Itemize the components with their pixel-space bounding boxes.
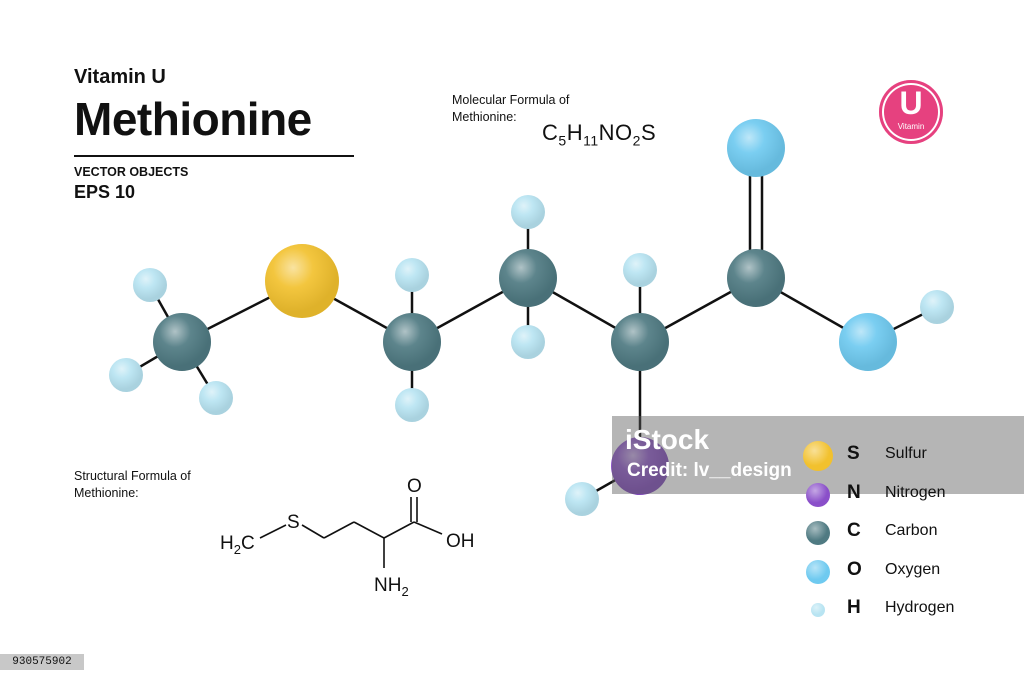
atom-hydrogen [511,325,545,359]
badge-letter: U [899,85,923,121]
legend-name: Sulfur [885,445,927,462]
atom-nitrogen [611,437,669,495]
skeletal-bond [301,524,325,539]
legend-item-carbon: C Carbon [800,517,1000,547]
skeletal-bond [323,521,355,539]
structural-formula-caption: Structural Formula of Methionine: [74,468,191,502]
formula-element: N [598,120,616,145]
skeletal-bond [383,521,415,539]
skeletal-label-nh2: NH2 [374,575,409,599]
legend-dot-nitrogen [806,483,830,507]
legend-name: Hydrogen [885,599,955,616]
legend-name: Oxygen [885,561,941,578]
atom-carbon [383,313,441,371]
legend-symbol: C [847,520,861,541]
molecular-formula-caption: Molecular Formula of Methionine: [452,92,569,126]
atom-carbon [499,249,557,307]
skeletal-bond [413,521,443,535]
atom-carbon [727,249,785,307]
formula-element: S [640,120,657,145]
skeletal-formula: H2C S O OH NH2 [220,476,475,599]
vector-objects-label: VECTOR OBJECTS [74,165,189,179]
watermark-brand: iStock [625,424,710,455]
atom-hydrogen [395,388,429,422]
atom-hydrogen [199,381,233,415]
legend-item-sulfur: S Sulfur [800,440,1000,471]
atom-oxygen [727,119,785,177]
legend-item-oxygen: O Oxygen [800,556,1000,586]
atom-carbon [611,313,669,371]
badge-text: Vitamin [897,122,925,131]
atom-hydrogen [133,268,167,302]
molecular-caption-line1: Molecular Formula of [452,93,570,107]
skeletal-bond [259,524,287,539]
legend-symbol: O [847,559,862,580]
legend-symbol: S [847,443,860,464]
legend-name: Carbon [885,522,938,539]
subtitle: Vitamin U [74,66,166,88]
legend-dot-carbon [806,521,830,545]
legend-symbol: H [847,597,861,618]
legend-dot-sulfur [803,441,833,471]
legend-dot-hydrogen [811,603,825,617]
skeletal-bond [353,521,385,539]
skeletal-label-h2c: H2C [220,533,255,557]
skeletal-label-oh: OH [446,531,475,552]
formula-element: C [542,120,559,145]
formula-subscript: 11 [583,132,599,149]
stock-id-label: 930575902 [0,654,84,670]
atom-oxygen [839,313,897,371]
skeletal-label-s: S [287,512,300,533]
legend-name: Nitrogen [885,484,946,501]
vitamin-badge: U Vitamin [879,80,943,144]
atom-hydrogen [395,258,429,292]
legend-symbol: N [847,482,861,503]
atom-hydrogen [109,358,143,392]
structural-caption-line1: Structural Formula of [74,469,191,483]
legend-dot-oxygen [806,560,830,584]
molecular-formula: C5H11NO2S [542,120,656,148]
legend-item-hydrogen: H Hydrogen [800,594,1000,624]
atom-hydrogen [565,482,599,516]
atom-hydrogen [511,195,545,229]
skeletal-label-o: O [407,476,422,497]
atom-hydrogen [623,253,657,287]
eps-label: EPS 10 [74,182,136,202]
watermark-credit: Credit: lv__design [627,460,792,481]
page-title: Methionine [74,93,312,145]
atom-carbon [153,313,211,371]
formula-element: O [615,120,633,145]
structural-caption-line2: Methionine: [74,486,139,500]
formula-element: H [566,120,584,145]
atom-hydrogen [920,290,954,324]
molecular-caption-line2: Methionine: [452,110,517,124]
atoms [109,119,954,516]
formula-subscript: 5 [558,132,567,149]
formula-subscript: 2 [632,132,641,149]
atom-sulfur [265,244,339,318]
legend-item-nitrogen: N Nitrogen [800,479,1000,509]
title-divider [74,155,354,157]
